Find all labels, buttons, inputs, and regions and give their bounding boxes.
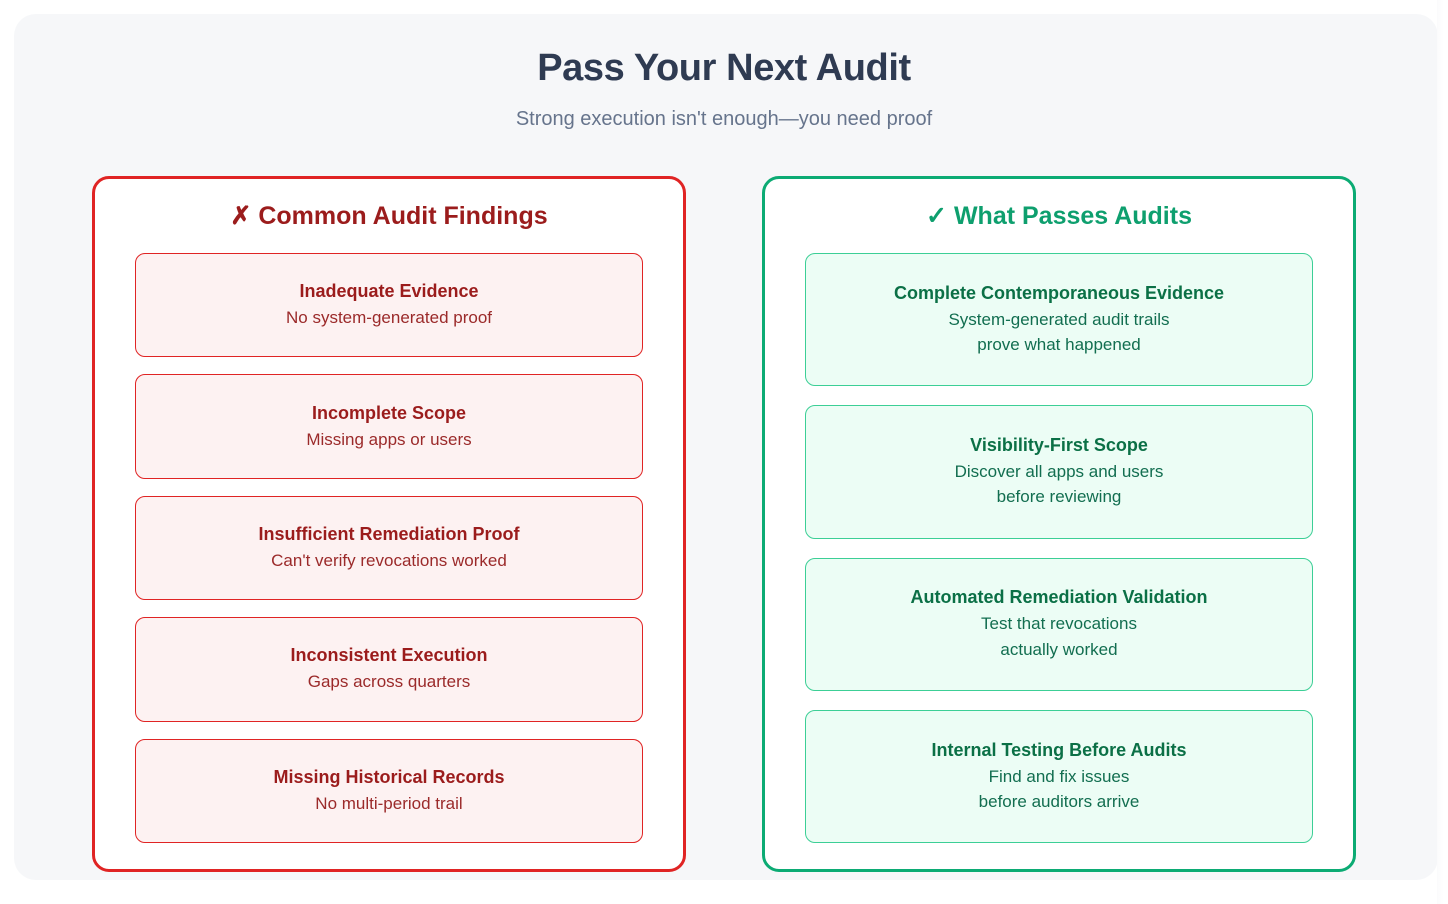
passing-card-list: Complete Contemporaneous Evidence System… bbox=[805, 253, 1313, 843]
panel-title-text: What Passes Audits bbox=[953, 202, 1192, 230]
finding-card[interactable]: Inadequate Evidence No system-generated … bbox=[135, 253, 643, 358]
passing-card-title: Complete Contemporaneous Evidence bbox=[893, 282, 1225, 303]
page-header: Pass Your Next Audit Strong execution is… bbox=[0, 0, 1448, 132]
check-mark-icon: ✓ bbox=[926, 202, 947, 230]
passing-card[interactable]: Internal Testing Before Audits Find and … bbox=[805, 709, 1313, 843]
passing-card-title: Internal Testing Before Audits bbox=[931, 739, 1187, 760]
finding-card-desc: Gaps across quarters bbox=[307, 672, 471, 692]
finding-card-title: Inconsistent Execution bbox=[290, 645, 488, 666]
panel-title-what-passes-audits: ✓What Passes Audits bbox=[805, 201, 1313, 231]
panel-common-audit-findings: ✗Common Audit Findings Inadequate Eviden… bbox=[92, 176, 686, 872]
finding-card-desc: No system-generated proof bbox=[286, 308, 492, 328]
passing-card[interactable]: Complete Contemporaneous Evidence System… bbox=[805, 253, 1313, 387]
passing-card-desc: Discover all apps and users before revie… bbox=[954, 462, 1164, 507]
finding-card-desc: No multi-period trail bbox=[315, 793, 463, 813]
page-title: Pass Your Next Audit bbox=[537, 47, 911, 89]
passing-card-title: Automated Remediation Validation bbox=[910, 587, 1208, 608]
findings-card-list: Inadequate Evidence No system-generated … bbox=[135, 253, 643, 844]
panel-title-common-audit-findings: ✗Common Audit Findings bbox=[135, 201, 643, 231]
finding-card-title: Incomplete Scope bbox=[311, 402, 467, 423]
comparison-columns: ✗Common Audit Findings Inadequate Eviden… bbox=[92, 176, 1356, 872]
finding-card[interactable]: Inconsistent Execution Gaps across quart… bbox=[135, 617, 643, 722]
cross-mark-icon: ✗ bbox=[230, 202, 252, 230]
finding-card-title: Inadequate Evidence bbox=[299, 281, 479, 302]
finding-card[interactable]: Incomplete Scope Missing apps or users bbox=[135, 374, 643, 479]
finding-card[interactable]: Missing Historical Records No multi-peri… bbox=[135, 738, 643, 844]
passing-card[interactable]: Automated Remediation Validation Test th… bbox=[805, 557, 1313, 691]
finding-card-title: Missing Historical Records bbox=[273, 766, 505, 787]
finding-card-desc: Missing apps or users bbox=[306, 429, 472, 449]
passing-card[interactable]: Visibility-First Scope Discover all apps… bbox=[805, 405, 1313, 539]
passing-card-desc: System-generated audit trails prove what… bbox=[948, 309, 1170, 355]
passing-card-title: Visibility-First Scope bbox=[970, 435, 1148, 456]
panel-title-text: Common Audit Findings bbox=[258, 202, 548, 230]
finding-card[interactable]: Insufficient Remediation Proof Can't ver… bbox=[135, 495, 643, 601]
passing-card-desc: Find and fix issues before auditors arri… bbox=[978, 766, 1140, 811]
finding-card-title: Insufficient Remediation Proof bbox=[258, 523, 520, 544]
page-subtitle: Strong execution isn't enough—you need p… bbox=[515, 107, 933, 130]
right-edge-seam bbox=[1437, 0, 1448, 904]
passing-card-desc: Test that revocations actually worked bbox=[981, 614, 1137, 659]
panel-what-passes-audits: ✓What Passes Audits Complete Contemporan… bbox=[762, 176, 1356, 872]
finding-card-desc: Can't verify revocations worked bbox=[271, 550, 507, 570]
